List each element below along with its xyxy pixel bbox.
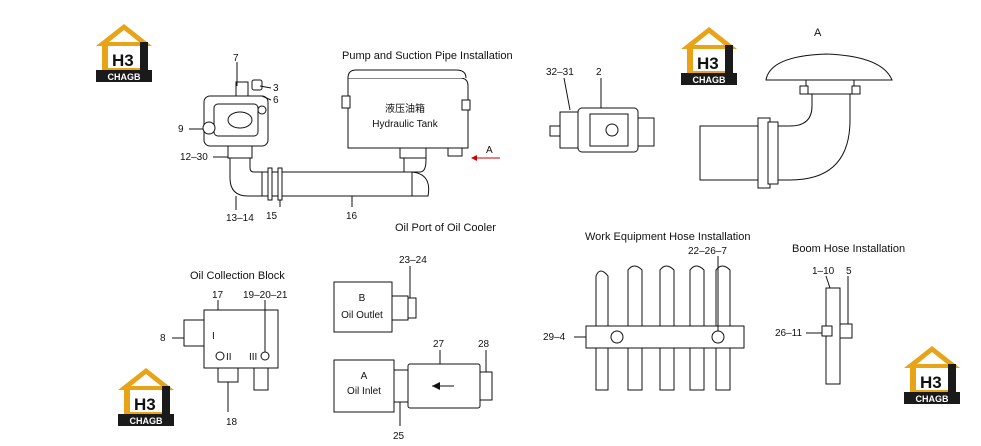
callout-12-30: 12–30 [180, 152, 208, 163]
title-pump: Pump and Suction Pipe Installation [342, 50, 513, 62]
title-boom: Boom Hose Installation [792, 243, 905, 255]
callout-28: 28 [478, 339, 490, 350]
roman-1: I [212, 331, 215, 342]
callout-6: 6 [273, 95, 279, 106]
callout-29-4: 29–4 [543, 332, 566, 343]
boom-hose [806, 275, 853, 385]
callout-5: 5 [846, 266, 852, 277]
logo-top-right: H3 CHAGB [681, 27, 737, 85]
tank-arrow-label: A [486, 145, 493, 156]
title-detail-a: A [814, 27, 822, 39]
callout-25: 25 [393, 431, 405, 442]
logo-top-left: H3 CHAGB [96, 24, 152, 82]
logo-letters: H3 [920, 373, 942, 392]
detail-a [699, 53, 893, 189]
logo-subtext: CHAGB [916, 394, 949, 404]
callout-23-24: 23–24 [399, 255, 427, 266]
pump-side-view [549, 77, 655, 153]
callout-18: 18 [226, 417, 238, 428]
tank-label-en: Hydraulic Tank [372, 119, 438, 130]
oil-collection-block: I II III [172, 300, 279, 412]
callout-32-31: 32–31 [546, 67, 574, 78]
cooler-outlet-label: Oil Outlet [341, 310, 383, 321]
work-equipment-hoses [574, 256, 745, 391]
logo-subtext: CHAGB [693, 75, 726, 85]
callout-17: 17 [212, 290, 224, 301]
cooler-inlet-label: Oil Inlet [347, 386, 381, 397]
title-work-equipment: Work Equipment Hose Installation [585, 231, 751, 243]
callout-7: 7 [233, 53, 239, 64]
logo-letters: H3 [134, 395, 156, 414]
logo-letters: H3 [697, 54, 719, 73]
callout-16: 16 [346, 211, 358, 222]
tank-label-cn: 液压油箱 [385, 102, 425, 115]
callout-9: 9 [178, 124, 184, 135]
logo-bottom-left: H3 CHAGB [118, 368, 174, 426]
logo-subtext: CHAGB [108, 72, 141, 82]
roman-3: III [249, 352, 257, 363]
cooler-inlet-letter: A [361, 371, 368, 382]
hydraulic-tank: 液压油箱 Hydraulic Tank A [341, 69, 500, 161]
oil-cooler-ports: B Oil Outlet A Oil Inlet [333, 266, 493, 426]
logo-subtext: CHAGB [130, 416, 163, 426]
cooler-outlet-letter: B [359, 293, 366, 304]
callout-1-10: 1–10 [812, 266, 835, 277]
callout-27: 27 [433, 339, 445, 350]
callout-3: 3 [273, 83, 279, 94]
logo-bottom-right: H3 CHAGB [904, 346, 960, 404]
callout-26-11: 26–11 [775, 328, 803, 339]
pump-assembly [189, 62, 430, 210]
roman-2: II [226, 352, 232, 363]
callout-15: 15 [266, 211, 278, 222]
callout-2: 2 [596, 67, 602, 78]
callout-13-14: 13–14 [226, 213, 254, 224]
logo-letters: H3 [112, 51, 134, 70]
callout-19-20-21: 19–20–21 [243, 290, 288, 301]
title-collection: Oil Collection Block [190, 270, 285, 282]
title-oil-cooler: Oil Port of Oil Cooler [395, 222, 496, 234]
callout-8: 8 [160, 333, 166, 344]
callout-22-26-7: 22–26–7 [688, 246, 727, 257]
